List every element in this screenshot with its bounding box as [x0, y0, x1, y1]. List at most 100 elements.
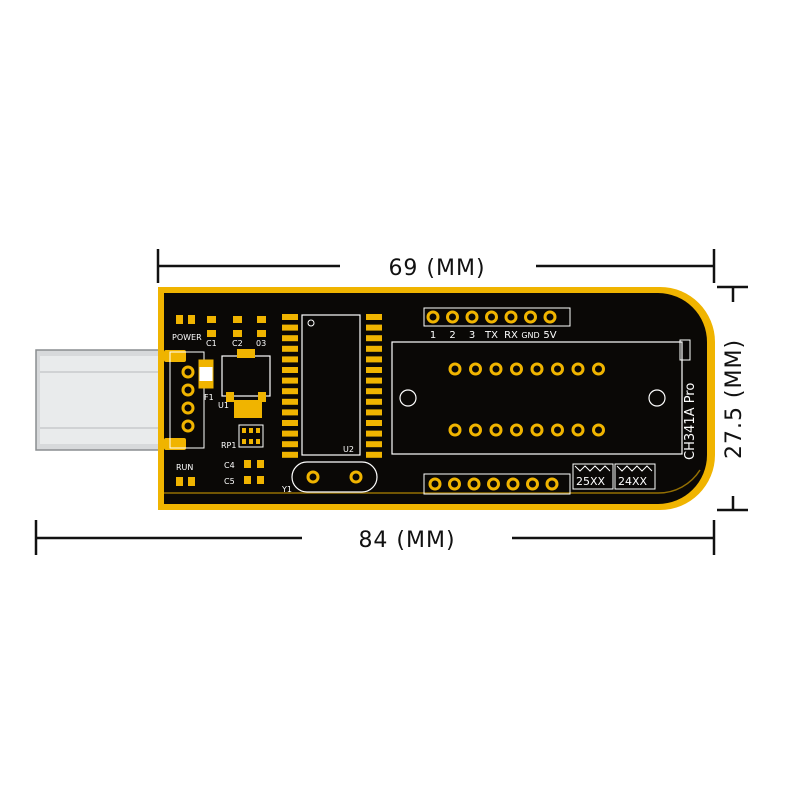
u2-pad [282, 324, 298, 331]
u2-pad [282, 420, 298, 426]
u2-pad [282, 377, 298, 384]
power-label: POWER [172, 333, 202, 342]
f1-label: F1 [204, 393, 214, 402]
u2-pad [282, 409, 298, 416]
zif-pad [489, 362, 503, 376]
u2-pad [366, 367, 382, 373]
eeprom-type-markers: 25XX 24XX [572, 463, 656, 490]
header-pin-label: TX [484, 330, 498, 341]
u2-pad [282, 314, 298, 320]
c2-label: C2 [232, 339, 243, 348]
u2-pad [282, 335, 298, 342]
zif-pad [448, 423, 462, 437]
header-pin [428, 477, 442, 491]
u2-pad [282, 345, 298, 352]
zif-pad [592, 423, 605, 437]
header-pin-label: 5V [543, 330, 556, 341]
u2-pad [366, 388, 382, 395]
c3-label: 03 [256, 339, 266, 348]
run-led: RUN [176, 463, 195, 486]
zif-pad [571, 423, 585, 437]
u2-pad [282, 451, 298, 458]
u2-pad [282, 398, 298, 405]
dimension-bottom: 84 (MM) [34, 520, 716, 555]
u2-pad [366, 409, 382, 416]
dimension-right: 27.5 (MM) [717, 285, 748, 512]
u2-pad [366, 430, 382, 437]
u2-pad [366, 451, 382, 458]
zif-pad [469, 362, 482, 376]
power-led: POWER [172, 315, 202, 342]
u2-pad [366, 398, 382, 405]
dimension-top: 69 (MM) [156, 249, 716, 283]
zif-pad [510, 362, 523, 376]
header-pin [465, 310, 479, 324]
header-pin [545, 477, 559, 491]
c4-label: C4 [224, 461, 235, 470]
c5-label: C5 [224, 477, 235, 486]
header-pin-label: 2 [449, 330, 455, 341]
header-pin-label: 1 [430, 330, 436, 341]
header-pin [446, 310, 459, 324]
dimension-top-label: 69 (MM) [388, 256, 485, 281]
y1-label: Y1 [281, 485, 292, 494]
usb-connector [35, 349, 165, 451]
zif-pad [551, 423, 564, 437]
capacitors-bottom: C4 C5 [224, 460, 264, 486]
usb-pads [164, 350, 205, 450]
header-pin-label: 3 [469, 330, 475, 341]
header-pin [467, 477, 481, 491]
u2-pad [366, 420, 382, 426]
model-label: CH341A Pro [683, 383, 698, 460]
u2-pad [366, 314, 382, 320]
zif-pad [448, 362, 462, 376]
header-pin [506, 477, 520, 491]
header-pin [485, 310, 498, 324]
header-pin [543, 310, 557, 324]
u1-label: U1 [218, 401, 229, 410]
zif-pad [592, 362, 605, 376]
crystal-y1: Y1 [281, 461, 378, 494]
zif-pad [571, 362, 585, 376]
fuse-f1: F1 [198, 359, 214, 402]
u2-pad [282, 367, 298, 373]
header-pin [448, 477, 461, 491]
header-pin-label: GND [521, 331, 539, 340]
u2-pad [366, 324, 382, 331]
zif-pad [489, 423, 503, 437]
capacitors-top: C1 C2 03 [206, 316, 266, 348]
c1-label: C1 [206, 339, 217, 348]
header-pin-label: RX [504, 330, 518, 341]
header-pin [487, 477, 500, 491]
eeprom-25xx-label: 25XX [576, 475, 606, 488]
u2-label: U2 [343, 445, 354, 454]
zif-pad [469, 423, 482, 437]
u2-pads-left [282, 314, 298, 458]
header-pin [526, 477, 539, 491]
u2-pad [366, 356, 382, 363]
resistor-pack-rp1: RP1 [221, 424, 264, 450]
u2-pad [366, 345, 382, 352]
zif-pad [510, 423, 523, 437]
u2-pad [282, 388, 298, 395]
u2-pads-right [366, 314, 382, 458]
u2-pad [366, 441, 382, 448]
run-label: RUN [176, 463, 193, 472]
regulator-u1: U1 [218, 349, 271, 418]
ic-u2: U2 [282, 314, 382, 458]
u2-pad [366, 377, 382, 384]
dimension-right-label: 27.5 (MM) [722, 339, 747, 459]
pin-header-bottom [423, 473, 571, 495]
header-pin [524, 310, 537, 324]
zif-pad [530, 423, 544, 437]
zif-socket [391, 339, 691, 455]
rp1-label: RP1 [221, 441, 236, 450]
zif-pad [530, 362, 544, 376]
u2-pad [366, 335, 382, 342]
zif-pad [551, 362, 564, 376]
dimension-bottom-label: 84 (MM) [358, 528, 455, 553]
u2-pad [282, 441, 298, 448]
header-pin [426, 310, 440, 324]
